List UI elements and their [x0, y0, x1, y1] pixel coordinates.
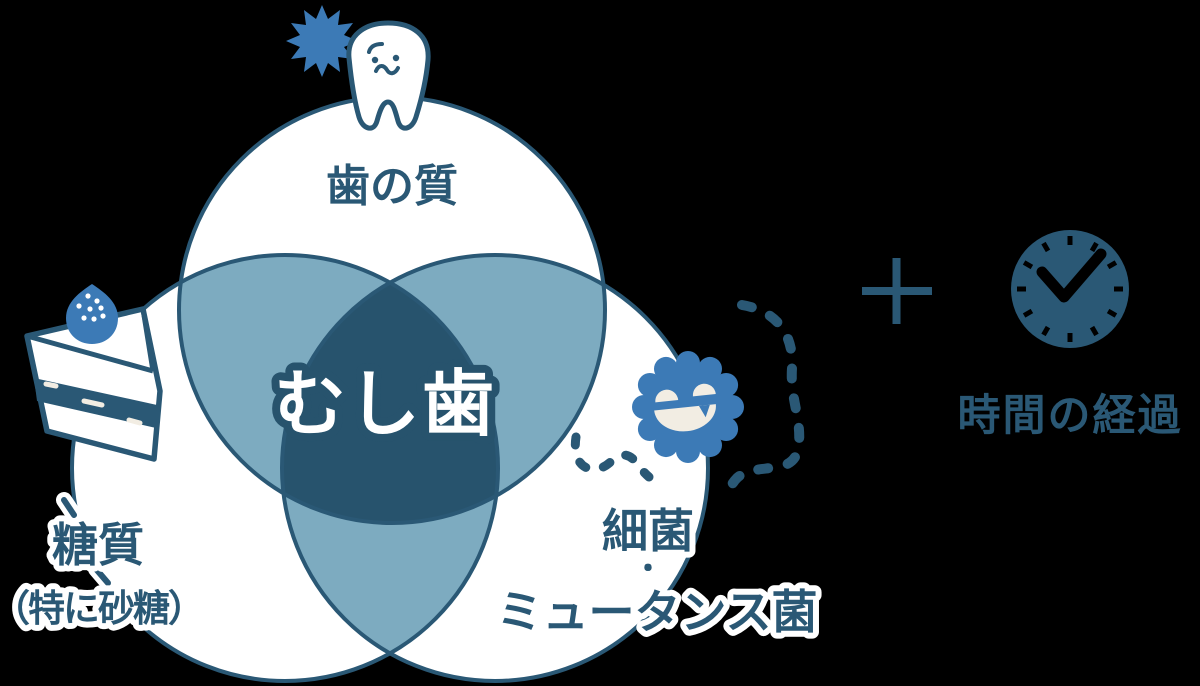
- sparkle-icon: [286, 5, 358, 77]
- bacteria-trail-left-icon: [570, 432, 654, 482]
- time-label: 時間の経過: [958, 392, 1183, 440]
- tooth-icon-group: [286, 5, 431, 131]
- tooth-face: [367, 42, 400, 76]
- strawberry-icon: [66, 284, 118, 344]
- plus-icon: [862, 258, 932, 324]
- clock-ticks: [1017, 236, 1123, 342]
- cake-top-edge: [26, 308, 156, 374]
- circle-sugar-outline: [70, 253, 500, 683]
- bacteria-label-line1: 細菌: [602, 505, 694, 557]
- center-label: むし歯: [274, 365, 496, 445]
- bacteria-fang: [698, 404, 710, 418]
- bacteria-icon: [632, 351, 744, 463]
- cake-icon: [24, 284, 163, 462]
- cake-sprinkles: [43, 381, 143, 426]
- bacteria-face: [654, 383, 716, 432]
- strawberry-seeds: [76, 293, 106, 322]
- top-circle-label: 歯の質: [326, 162, 458, 211]
- bacteria-trail-right-icon: [722, 300, 805, 506]
- venn-circles: [70, 95, 710, 683]
- sugar-sublabel: （特に砂糖）: [0, 588, 203, 629]
- clock-hands: [1036, 248, 1107, 303]
- circle-bacteria-outline: [280, 253, 710, 683]
- clock-icon: [1011, 230, 1129, 348]
- sugar-label: 糖質: [52, 519, 144, 571]
- overlap-center: [282, 255, 498, 523]
- sugar-accent-marks: [56, 492, 116, 591]
- bacteria-label-separator: ・: [633, 553, 663, 586]
- bacteria-label-line2: ミュータンス菌: [496, 586, 817, 638]
